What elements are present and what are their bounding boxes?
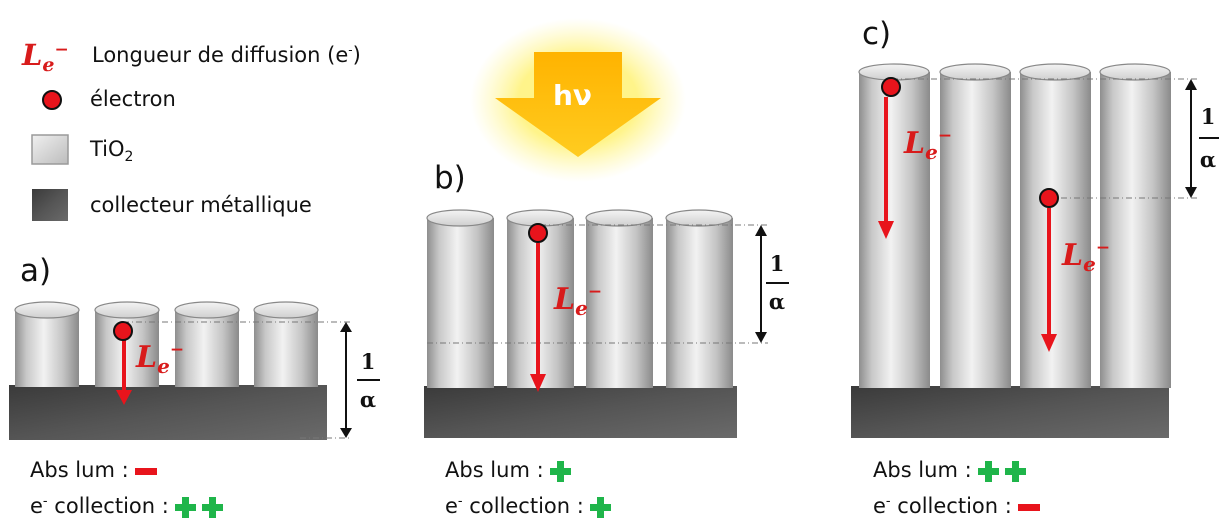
panel-b-structure (424, 209, 789, 438)
minus-sign-icon (134, 467, 157, 475)
diffusion-length-arrow (1041, 208, 1057, 352)
panel-a-letter: a) (20, 253, 52, 289)
tio2-nanotube (585, 209, 653, 388)
minus-sign-icon (1017, 503, 1040, 511)
plus-sign-icon (174, 496, 196, 518)
collector-base (424, 386, 737, 438)
plus-sign-icon (549, 460, 571, 482)
panel-a-collection-caption: e- collection : (30, 494, 223, 518)
tio2-nanotube (939, 63, 1011, 388)
tio2-nanotube (174, 301, 240, 387)
tio2-nanotube (14, 301, 80, 387)
tio2-nanotube (1019, 63, 1091, 388)
electron-icon (528, 223, 548, 243)
diffusion-length-label: Le− (554, 282, 603, 320)
tio2-nanotube (506, 209, 574, 388)
depth-numerator: 1 (360, 349, 376, 374)
legend-diffusion-length-label: Longueur de diffusion (e-) (92, 43, 361, 67)
depth-numerator: 1 (769, 251, 785, 276)
light-label: hν (553, 79, 593, 112)
depth-numerator: 1 (1200, 104, 1216, 129)
collector-base (851, 386, 1169, 438)
legend-electron-label: électron (90, 87, 176, 111)
legend-tio2-label: TiO2 (90, 137, 134, 166)
legend-collector-label: collecteur métallique (90, 193, 312, 217)
legend-le-symbol: Le− (22, 38, 69, 76)
legend-collector-icon (32, 189, 68, 221)
tio2-nanotube (858, 63, 930, 388)
panel-b-abs-caption: Abs lum : (445, 458, 571, 482)
panel-c-letter: c) (862, 16, 892, 52)
electron-icon (113, 321, 133, 341)
diffusion-length-label: Le− (904, 126, 953, 164)
depth-denominator: α (359, 387, 377, 412)
panel-a-abs-caption: Abs lum : (30, 458, 157, 482)
panel-c-abs-caption: Abs lum : (873, 458, 1026, 482)
legend-electron-icon (42, 90, 62, 110)
plus-sign-icon (977, 460, 999, 482)
light-arrow-icon (470, 18, 686, 182)
panel-c-collection-caption: e- collection : (873, 494, 1040, 518)
electron-icon (881, 77, 901, 97)
panel-b-collection-caption: e- collection : (445, 494, 611, 518)
diffusion-length-label: Le− (136, 340, 185, 378)
tio2-nanotube (253, 301, 319, 387)
diffusion-length-arrow (878, 97, 894, 239)
tio2-nanotube (1099, 63, 1171, 388)
legend-tio2-icon (31, 134, 69, 165)
plus-sign-icon (201, 496, 223, 518)
tio2-nanotube (426, 209, 494, 388)
diffusion-length-label: Le− (1062, 238, 1111, 276)
tio2-nanotube (665, 209, 733, 388)
diffusion-length-arrow (116, 336, 132, 405)
penetration-depth-arrow (340, 322, 380, 438)
plus-sign-icon (1004, 460, 1026, 482)
panel-a-structure (9, 301, 380, 440)
penetration-depth-arrow (1185, 79, 1197, 198)
panel-b-letter: b) (434, 160, 466, 196)
penetration-depth-arrow (755, 225, 789, 343)
depth-denominator: α (768, 289, 786, 314)
panel-c-structure (851, 63, 1198, 438)
collector-base (9, 385, 327, 440)
plus-sign-icon (589, 496, 611, 518)
depth-denominator: α (1199, 147, 1217, 172)
diffusion-length-arrow (530, 243, 546, 392)
electron-icon (1039, 188, 1059, 208)
